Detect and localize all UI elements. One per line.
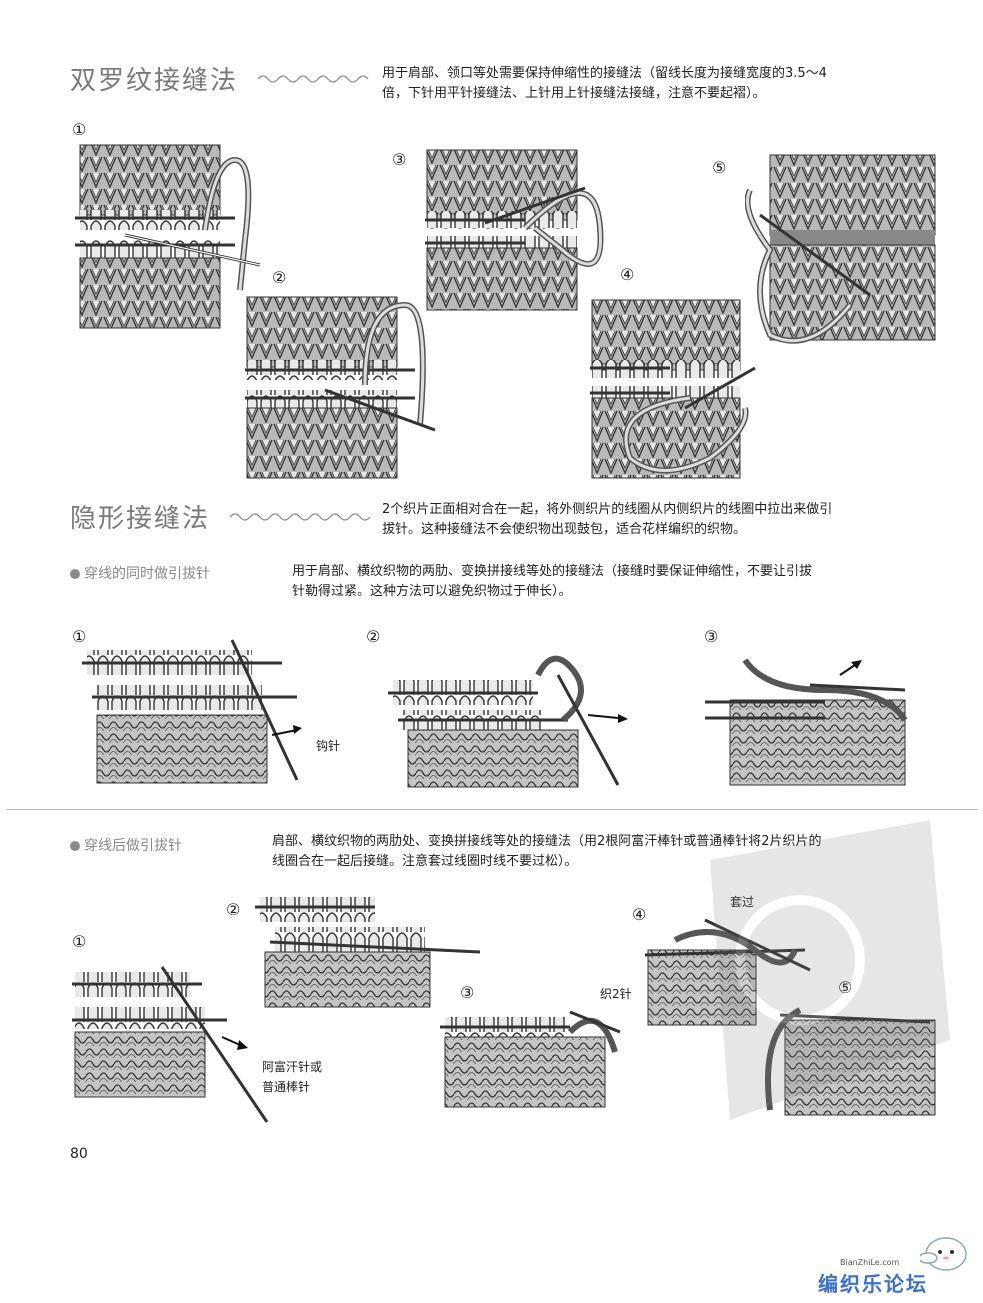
section2-desc-line2: 拔针。这种接缝法不会使织物出现鼓包，适合花样编织的织物。	[382, 522, 747, 537]
s2a-step-2-number: ②	[366, 627, 381, 646]
bullet-dot-icon	[70, 569, 80, 579]
section-title-double-rib: 双罗纹接缝法	[70, 66, 239, 96]
subsection1-title: 穿线的同时做引拔针	[84, 566, 210, 582]
section2-description: 2个织片正面相对合在一起，将外侧织片的线圈从内侧织片的线圈中拉出来做引 拔针。这…	[382, 500, 942, 540]
subsection2-heading: 穿线后做引拔针	[70, 835, 182, 855]
title-wave-decoration	[230, 513, 371, 521]
section1-desc-line2: 倍，下针用平针接缝法、上针用上针接缝法接缝，注意不要起褶）。	[382, 86, 766, 101]
subsection1-heading: 穿线的同时做引拔针	[70, 563, 210, 583]
s2a-step-3-illustration	[705, 658, 908, 786]
mascot-icon	[920, 1237, 967, 1271]
needle-label-line2: 普通棒针	[262, 1080, 311, 1094]
page-number: 80	[70, 1146, 88, 1162]
s2b-step-4-number: ④	[632, 905, 647, 924]
footer-url: BianZhiLe.com	[840, 1258, 900, 1267]
s1-step-1-illustration	[75, 144, 261, 329]
s2b-step-2-number: ②	[226, 900, 241, 919]
s2b-step-3-illustration	[440, 1010, 621, 1108]
section-title-invisible-seam: 隐形接缝法	[70, 504, 211, 534]
s1-step-2-number: ②	[272, 268, 287, 287]
sub2-desc-line2: 线圈合在一起后接缝。注意套过线圈时线不要过松）。	[272, 854, 578, 869]
pass-over-label: 套过	[730, 893, 754, 910]
s2b-step-2-illustration	[255, 897, 481, 1008]
sub1-desc-line1: 用于肩部、横纹织物的两肋、变换拼接线等处的接缝法（接缝时要保证伸缩性，不要让引拔	[292, 564, 813, 579]
bullet-dot-icon	[70, 841, 80, 851]
title-wave-decoration	[258, 75, 369, 83]
hook-label: 钩针	[316, 739, 341, 753]
section1-desc-line1: 用于肩部、领口等处需要保持伸缩性的接缝法（留线长度为接缝宽度的3.5～4	[382, 66, 827, 81]
watermark-logo-icon	[710, 820, 950, 1120]
footer-brand: 编织乐论坛	[818, 1272, 928, 1296]
s1-step-5-number: ⑤	[712, 158, 727, 177]
s2a-step-1-illustration	[82, 639, 302, 784]
subsection2-description: 肩部、横纹织物的两肋处、变换拼接线等处的接缝法（用2根阿富汗棒针或普通棒针将2片…	[272, 832, 952, 872]
knit-two-label: 织2针	[600, 987, 632, 1001]
s2a-step-1-number: ①	[72, 627, 87, 646]
s2b-step-5-illustration	[765, 1007, 936, 1116]
s1-step-3-number: ③	[392, 150, 407, 169]
s1-step-5-illustration	[745, 154, 936, 344]
s2a-step-3-number: ③	[704, 627, 719, 646]
needle-label-line1: 阿富汗针或	[262, 1060, 323, 1074]
section1-description: 用于肩部、领口等处需要保持伸缩性的接缝法（留线长度为接缝宽度的3.5～4 倍，下…	[382, 64, 942, 104]
sub2-desc-line1: 肩部、横纹织物的两肋处、变换拼接线等处的接缝法（用2根阿富汗棒针或普通棒针将2片…	[272, 834, 822, 849]
s1-step-3-illustration	[425, 149, 604, 311]
s1-step-4-number: ④	[620, 265, 635, 284]
sub1-desc-line2: 针勒得过紧。这种方法可以避免织物过于伸长）。	[292, 584, 572, 599]
s2b-step-1-illustration	[72, 966, 269, 1123]
s1-step-2-illustration	[245, 296, 436, 479]
s1-step-4-illustration	[590, 299, 756, 479]
section-divider	[6, 809, 978, 810]
s2a-step-2-illustration	[388, 655, 628, 788]
s2b-step-3-number: ③	[460, 983, 475, 1002]
s2b-step-1-number: ①	[72, 932, 87, 951]
s2b-step-4-illustration	[645, 918, 811, 1026]
subsection1-description: 用于肩部、横纹织物的两肋、变换拼接线等处的接缝法（接缝时要保证伸缩性，不要让引拔…	[292, 562, 942, 602]
section2-desc-line1: 2个织片正面相对合在一起，将外侧织片的线圈从内侧织片的线圈中拉出来做引	[382, 502, 833, 517]
s2b-step-5-number: ⑤	[838, 978, 852, 997]
subsection2-title: 穿线后做引拔针	[84, 838, 182, 854]
s1-step-1-number: ①	[72, 120, 87, 139]
